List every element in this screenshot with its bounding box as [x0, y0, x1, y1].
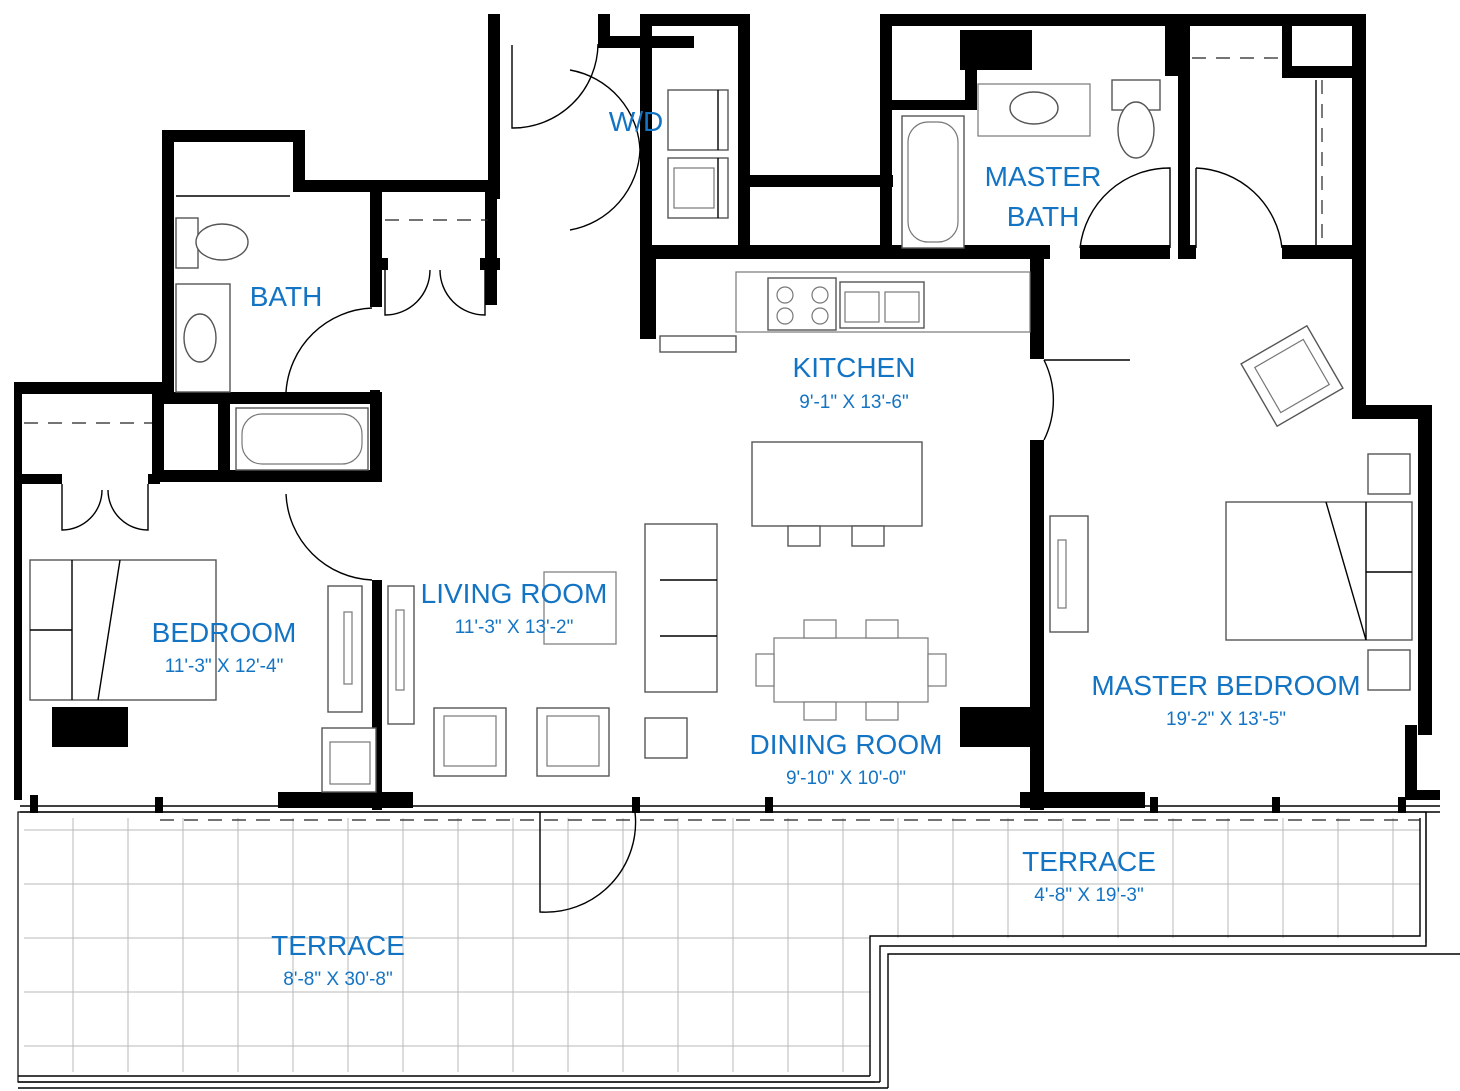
- master-bedroom-dims: 19'-2" X 13'-5": [1165, 709, 1287, 730]
- kitchen-fixtures: [659, 271, 1031, 547]
- terrace-right-dims: 4'-8" X 19'-3": [1034, 885, 1144, 906]
- terrace-left-dims: 8'-8" X 30'-8": [283, 969, 393, 990]
- wd-label: W/D: [608, 106, 664, 137]
- bedroom-furniture: [29, 559, 377, 793]
- master-bedroom-label: MASTER BEDROOM: [1091, 670, 1361, 701]
- walls: [14, 14, 1432, 810]
- living-furniture: [387, 523, 718, 777]
- terrace-right-label: TERRACE: [1022, 846, 1156, 877]
- bedroom-label: BEDROOM: [151, 617, 297, 648]
- bath-fixtures: [175, 217, 369, 471]
- terrace-left-label: TERRACE: [271, 930, 405, 961]
- dining-room-dims: 9'-10" X 10'-0": [785, 768, 907, 789]
- kitchen-dims: 9'-1" X 13'-6": [799, 392, 909, 413]
- terrace-tiles: [17, 811, 1460, 1091]
- living-room-dims: 11'-3" X 13'-2": [454, 617, 574, 638]
- closet-shelves: [24, 57, 1323, 424]
- master-bath-fixtures: [901, 79, 1161, 249]
- master-bedroom-furniture: [1049, 324, 1413, 691]
- master-bath-label-line2: BATH: [1006, 201, 1080, 232]
- dining-room-label: DINING ROOM: [749, 729, 943, 760]
- living-room-label: LIVING ROOM: [420, 578, 608, 609]
- washer-dryer: [667, 89, 729, 219]
- doors: [61, 43, 1283, 913]
- bath-label: BATH: [249, 281, 323, 312]
- master-bath-label-line1: MASTER: [984, 161, 1102, 192]
- kitchen-label: KITCHEN: [792, 352, 916, 383]
- dining-furniture: [755, 619, 947, 721]
- bedroom-dims: 11'-3" X 12'-4": [164, 656, 284, 677]
